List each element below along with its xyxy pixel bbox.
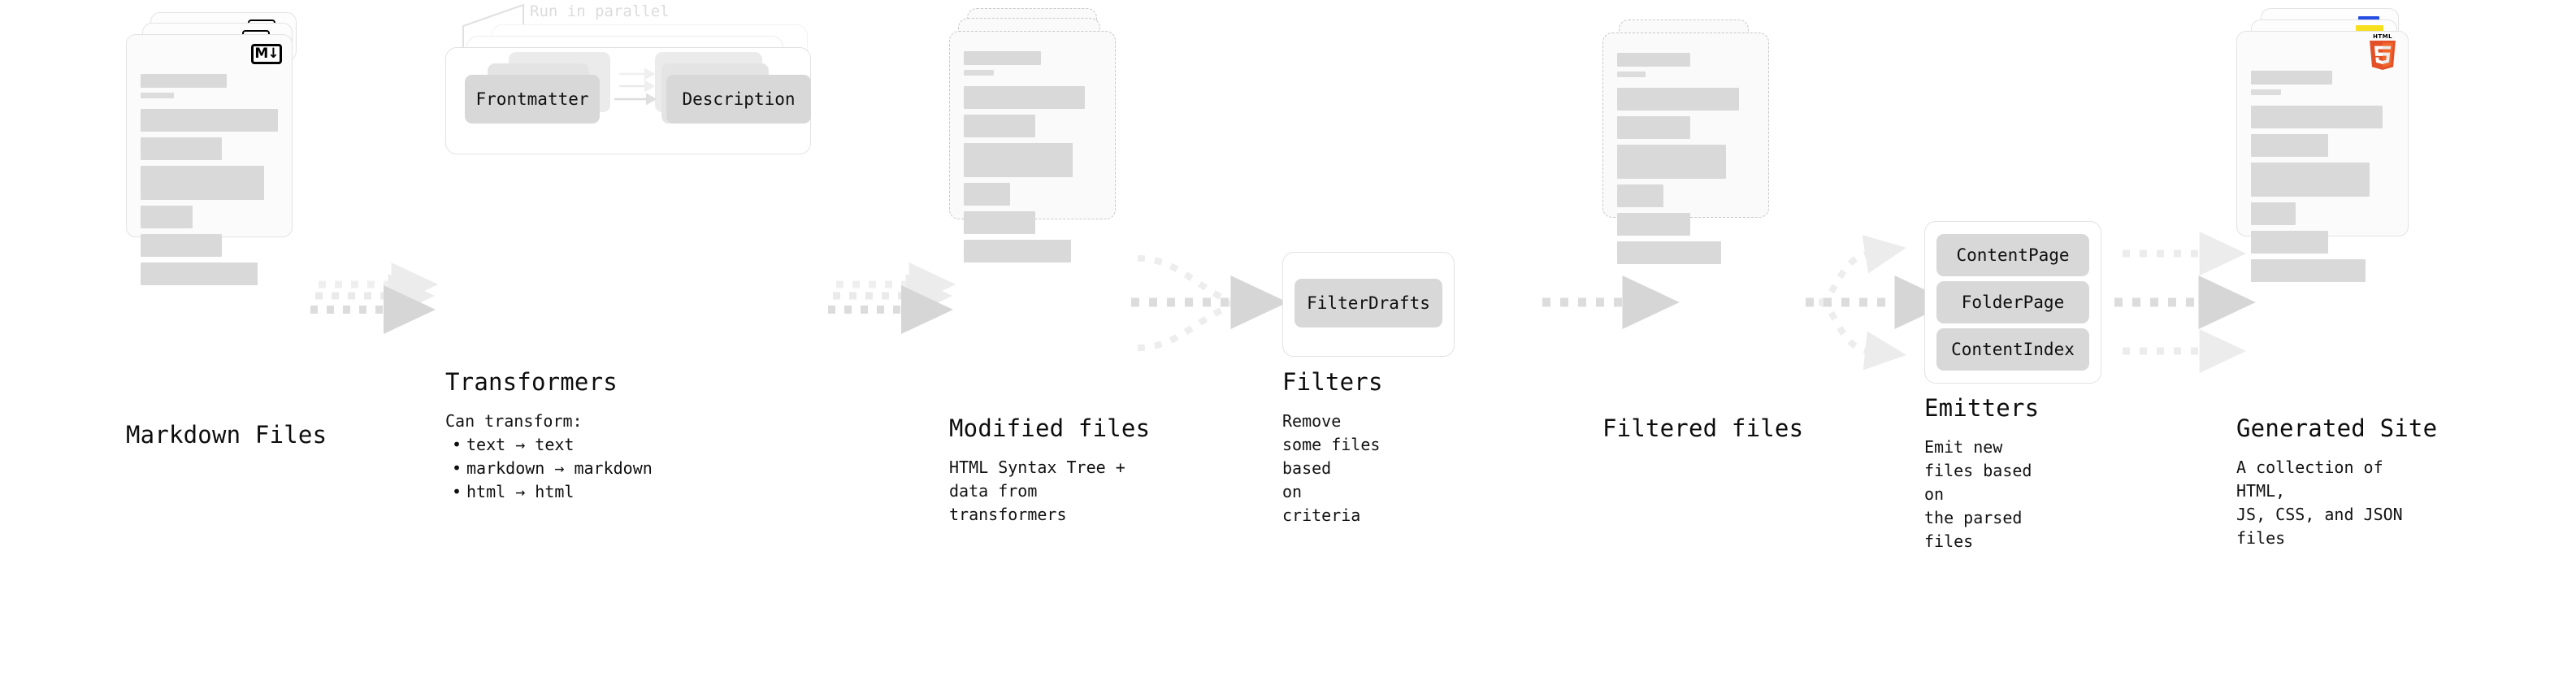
doc-line <box>2251 71 2333 85</box>
emitter-chip-contentpage[interactable]: ContentPage <box>1936 234 2089 276</box>
doc-line <box>2251 231 2329 254</box>
doc-line <box>2251 89 2281 95</box>
generated-site-labels: Generated Site A collection of HTML, JS,… <box>2236 414 2438 550</box>
markdown-labels: Markdown Files <box>126 421 327 449</box>
doc-line <box>2251 134 2329 157</box>
stage-title-filters: Filters <box>1282 368 1383 396</box>
markdown-file-stack: M↓ M↓ M↓ <box>126 0 305 285</box>
doc-line <box>964 240 1071 262</box>
doc-line <box>141 137 222 160</box>
doc-line <box>1617 116 1690 139</box>
stage-title-transformers: Transformers <box>445 368 618 396</box>
stage-generated-site: HTML Generated Site A collection of HTML… <box>2236 0 2437 681</box>
filtered-doc-lines <box>1617 53 1754 270</box>
stage-markdown-files: M↓ M↓ M↓ Markdown Files <box>126 0 327 681</box>
markdown-doc-front[interactable]: M↓ <box>126 34 293 285</box>
emitters-graphic: ContentPage FolderPage ContentIndex <box>1916 0 2111 384</box>
filters-graphic: FilterDrafts <box>1266 0 1455 357</box>
stage-modified-files: Modified files HTML Syntax Tree + data f… <box>949 0 1150 681</box>
transformers-labels: Transformers Can transform: text → text … <box>445 368 653 504</box>
stage-title-modified-files: Modified files <box>949 414 1151 442</box>
filtered-file-stack <box>1602 0 1781 268</box>
arrow-transformers-to-modified <box>828 262 956 334</box>
transformers-bullets: text → text markdown → markdown html → h… <box>445 433 653 504</box>
generated-doc-front[interactable]: HTML <box>2236 31 2409 282</box>
markdown-doc-lines <box>141 74 278 291</box>
generated-site-stack: HTML <box>2236 0 2423 282</box>
modified-doc-front[interactable] <box>949 31 1116 262</box>
doc-line <box>141 206 193 228</box>
emitters-desc: Emit new files based on the parsed files <box>1924 436 2032 551</box>
filters-desc: Remove some files based on criteria <box>1282 410 1381 525</box>
stage-filtered-files: Filtered files <box>1602 0 1803 681</box>
doc-line <box>964 51 1041 65</box>
modified-files-desc: HTML Syntax Tree + data from transformer… <box>949 457 1125 524</box>
emitter-chip-contentindex[interactable]: ContentIndex <box>1936 328 2089 371</box>
doc-line <box>1617 88 1740 111</box>
markdown-badge-front: M↓ <box>251 44 282 64</box>
modified-labels: Modified files HTML Syntax Tree + data f… <box>949 414 1151 527</box>
doc-line <box>2251 259 2366 282</box>
doc-line <box>1617 241 1722 264</box>
doc-line <box>141 262 258 285</box>
doc-line <box>964 70 995 76</box>
arrow-markdown-to-transformers <box>310 262 439 334</box>
list-item: text → text <box>445 433 653 457</box>
emitter-chip-folderpage[interactable]: FolderPage <box>1936 281 2089 323</box>
doc-line <box>964 115 1035 137</box>
doc-line <box>1617 145 1726 179</box>
generated-doc-lines <box>2251 71 2394 288</box>
doc-line <box>1617 213 1690 236</box>
doc-line <box>141 74 228 88</box>
doc-line <box>1617 184 1664 207</box>
stage-title-generated-site: Generated Site <box>2236 414 2438 442</box>
doc-line <box>2251 106 2383 128</box>
list-item: html → html <box>445 480 653 504</box>
transformer-chip-description[interactable]: Description <box>666 75 811 124</box>
filter-chip-filterdrafts[interactable]: FilterDrafts <box>1295 279 1442 327</box>
emitters-labels: Emitters Emit new files based on the par… <box>1924 394 2040 553</box>
doc-line <box>2251 163 2370 197</box>
stage-title-emitters: Emitters <box>1924 394 2040 422</box>
arrow-emitters-to-site <box>2114 232 2256 373</box>
doc-line <box>964 211 1035 234</box>
doc-line <box>964 86 1085 109</box>
stage-title-markdown: Markdown Files <box>126 421 327 449</box>
transformers-desc-lead: Can transform: <box>445 410 583 431</box>
run-in-parallel-label: Run in parallel <box>530 2 670 20</box>
doc-line <box>141 93 174 98</box>
filtered-labels: Filtered files <box>1602 414 1804 442</box>
generated-site-desc: A collection of HTML, JS, CSS, and JSON … <box>2236 457 2403 548</box>
filtered-doc-front[interactable] <box>1602 33 1769 264</box>
modified-doc-lines <box>964 51 1101 268</box>
stage-title-filtered-files: Filtered files <box>1602 414 1804 442</box>
doc-line <box>141 109 278 132</box>
doc-line <box>1617 53 1690 67</box>
doc-line <box>2251 202 2296 225</box>
doc-line <box>964 183 1011 206</box>
transformers-graphic: Run in parallel x x x x <box>445 0 827 171</box>
filters-labels: Filters Remove some files based on crite… <box>1282 368 1383 527</box>
transformer-internal-arrows <box>614 68 657 106</box>
doc-line <box>141 166 265 200</box>
html5-badge <box>2370 41 2396 70</box>
doc-line <box>1617 72 1646 77</box>
doc-line <box>964 143 1073 177</box>
run-in-parallel-bracket <box>462 3 524 50</box>
doc-line <box>141 234 222 257</box>
arrow-modified-to-filters <box>1131 255 1288 351</box>
transformer-chip-frontmatter[interactable]: Frontmatter <box>465 75 600 124</box>
html5-badge-wordmark: HTML <box>2373 33 2392 40</box>
arrow-filtered-to-emitters <box>1806 235 1952 371</box>
list-item: markdown → markdown <box>445 457 653 480</box>
modified-file-stack <box>949 0 1128 268</box>
